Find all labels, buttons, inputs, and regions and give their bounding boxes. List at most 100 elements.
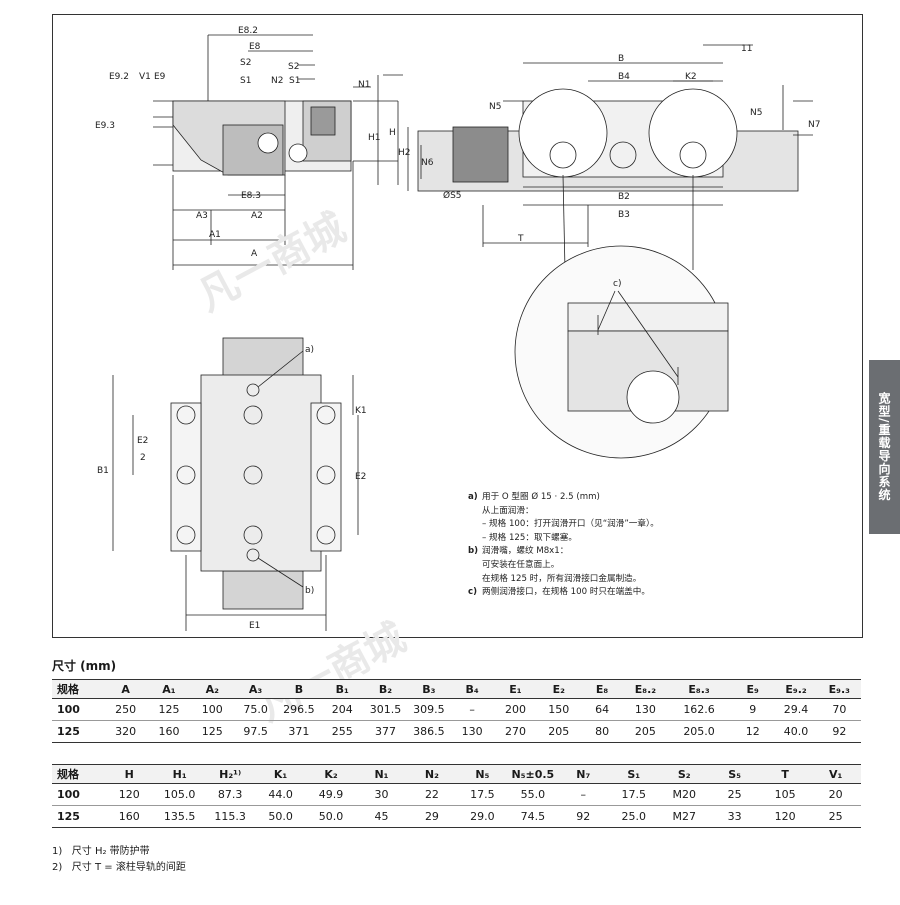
label-b3: B3 (618, 210, 630, 220)
side-view (407, 44, 813, 247)
top-view (112, 337, 359, 631)
label-s5: ØS5 (443, 190, 462, 201)
table-cell: 105.0 (154, 783, 205, 806)
table-cell: 205.0 (667, 720, 732, 743)
label-t: T (517, 234, 524, 244)
table-cell: 162.6 (667, 698, 732, 721)
column-header: K₁ (255, 764, 306, 784)
column-header: N₅±0.5 (507, 764, 559, 784)
table-cell: 150 (537, 698, 581, 721)
table-cell: 49.9 (305, 783, 357, 806)
detail-view (514, 174, 729, 459)
table-cell: 97.5 (233, 720, 278, 743)
table-cell: 204 (320, 698, 364, 721)
label-b: B (618, 54, 624, 64)
table-cell: 270 (493, 720, 538, 743)
table-cell: 25 (709, 783, 760, 806)
table-cell: 120 (104, 783, 155, 806)
note-b-line-3: 在规格 125 时，所有润滑接口金属制造。 (482, 573, 642, 584)
column-header: H₂¹⁾ (204, 764, 256, 784)
table-cell: M20 (658, 783, 710, 806)
label-n1: N1 (358, 80, 370, 90)
drawing-notes: a) 用于 O 型圈 Ø 15 · 2.5 (mm) 从上面润滑： – 规格 1… (468, 491, 858, 600)
column-header: S₅ (709, 764, 760, 784)
label-two: 2 (140, 453, 146, 463)
label-e82: E8.2 (238, 26, 258, 36)
table-cell: 100 (190, 698, 234, 721)
column-header: A₂ (190, 679, 234, 699)
table-cell: 296.5 (277, 698, 321, 721)
column-header: K₂ (305, 764, 357, 784)
table-cell: 125 (147, 698, 191, 721)
label-e93: E9.3 (95, 121, 115, 131)
table-cell: 135.5 (154, 805, 205, 828)
label-k1: K1 (355, 406, 367, 416)
note-a: a) 用于 O 型圈 Ø 15 · 2.5 (mm) 从上面润滑： – 规格 1… (468, 491, 858, 545)
label-s1-front-b: S1 (289, 76, 300, 86)
column-header: N₁ (356, 764, 407, 784)
note-a-line-3: – 规格 100：打开润滑开口（见“润滑”一章）。 (482, 519, 659, 530)
label-k2: K2 (685, 72, 697, 82)
column-header: T (759, 764, 811, 784)
note-a-line-2: 从上面润滑： (482, 505, 534, 516)
table-cell: 160 (104, 805, 155, 828)
label-e8: E8 (249, 42, 261, 52)
column-header: A₃ (233, 679, 278, 699)
table-cell: 45 (356, 805, 407, 828)
table-cell: 130 (450, 720, 494, 743)
label-a: A (251, 249, 258, 259)
table-cell: 125 (52, 805, 104, 828)
column-header: E₁ (493, 679, 538, 699)
footnotes: 1) 尺寸 H₂ 带防护带 2) 尺寸 T = 滚柱导轨的间距 (52, 844, 186, 876)
table-cell: 115.3 (204, 805, 256, 828)
label-a3: A3 (196, 211, 208, 221)
table-cell: 17.5 (608, 783, 659, 806)
table-cell: 17.5 (457, 783, 508, 806)
label-n2: N2 (271, 76, 283, 86)
label-e92: E9.2 (109, 72, 129, 82)
label-e9: E9 (154, 72, 166, 82)
column-header: N₇ (558, 764, 609, 784)
table-cell: 160 (147, 720, 191, 743)
table-cell: 371 (277, 720, 321, 743)
table-cell: 125 (52, 720, 104, 743)
table-cell: 205 (537, 720, 581, 743)
footnote-1: 1) 尺寸 H₂ 带防护带 (52, 846, 150, 857)
table-cell: 30 (356, 783, 407, 806)
table-cell: 205 (623, 720, 668, 743)
label-b1: B1 (97, 466, 109, 476)
table-cell: 100 (52, 698, 104, 721)
table-cell: – (450, 698, 494, 721)
column-header: 规格 (52, 679, 104, 699)
label-a2: A2 (251, 211, 263, 221)
front-view (153, 34, 403, 270)
table-cell: 40.0 (774, 720, 818, 743)
table-cell: 386.5 (407, 720, 451, 743)
label-h1: H1 (368, 133, 381, 143)
table-cell: 255 (320, 720, 364, 743)
note-a-line-4: – 规格 125：取下螺塞。 (482, 532, 577, 543)
label-e2-half: E2 (137, 436, 148, 446)
dimensions-title: 尺寸 (mm) (52, 659, 117, 673)
technical-drawing: E8.2 E8 S2 S1 N2 S2 S1 N1 E9.2 V1 E9 E9.… (52, 14, 863, 638)
column-header: B₃ (407, 679, 451, 699)
table-cell: 130 (623, 698, 668, 721)
drawing-svg: E8.2 E8 S2 S1 N2 S2 S1 N1 E9.2 V1 E9 E9.… (95, 26, 820, 631)
table-cell: 29.0 (457, 805, 508, 828)
note-b-key: b) (468, 546, 479, 557)
table-cell: 200 (493, 698, 538, 721)
table-cell: 25.0 (608, 805, 659, 828)
table-cell: 100 (52, 783, 104, 806)
label-e2: E2 (355, 472, 366, 482)
column-header: A (104, 679, 148, 699)
table-cell: 75.0 (233, 698, 278, 721)
column-header: B₁ (320, 679, 364, 699)
column-header: N₅ (457, 764, 508, 784)
table-cell: 20 (810, 783, 861, 806)
column-header: N₂ (406, 764, 458, 784)
table-cell: 120 (759, 805, 811, 828)
